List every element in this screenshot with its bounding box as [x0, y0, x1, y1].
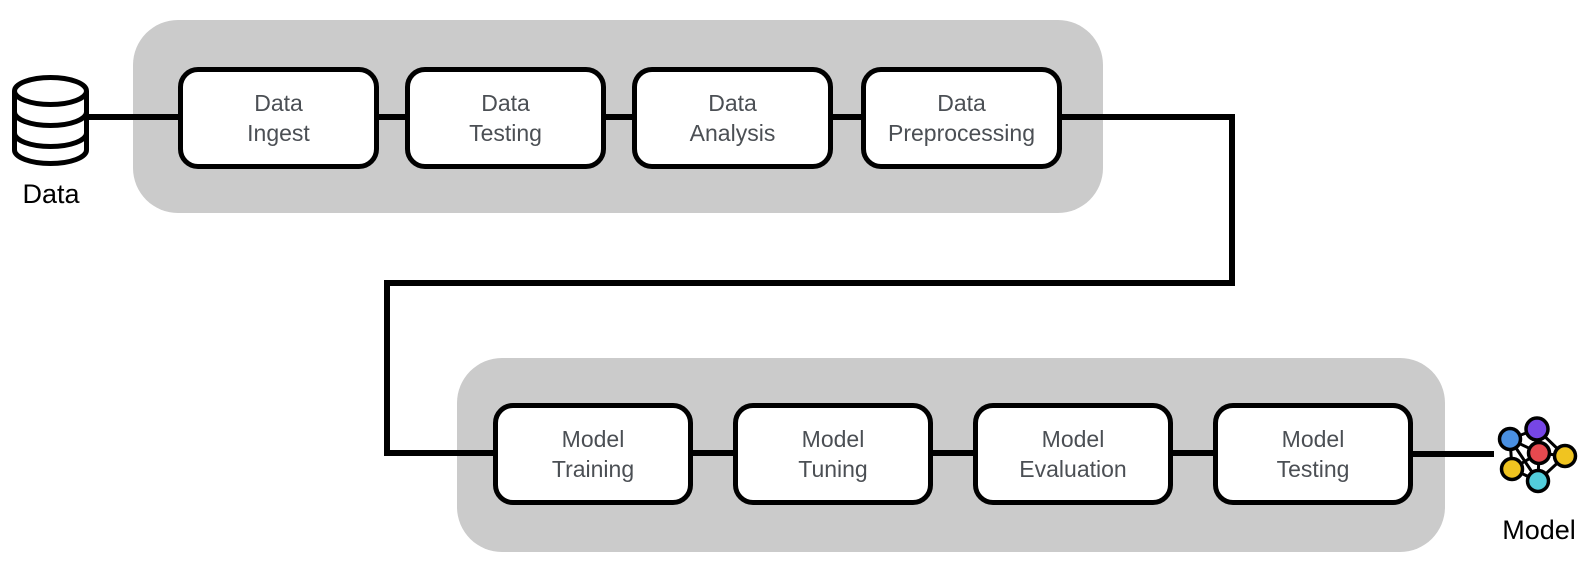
stage-label-line2: Preprocessing [887, 120, 1036, 146]
stage-label-line2: Evaluation [1019, 456, 1127, 482]
stage-model-tuning: Model Tuning [733, 403, 933, 505]
nn-node-yellow-right [1552, 443, 1578, 469]
stage-data-preprocessing: Data Preprocessing [861, 67, 1062, 169]
stage-label-line2: Analysis [689, 120, 776, 146]
stage-label-line1: Data [481, 89, 530, 116]
data-endpoint-label: Data [22, 179, 80, 209]
stage-model-evaluation: Model Evaluation [973, 403, 1173, 505]
pipeline-connectors [88, 114, 1494, 457]
nn-node-purple [1524, 416, 1550, 442]
neural-network-icon [1497, 416, 1578, 494]
stage-label-line1: Model [1041, 425, 1105, 452]
stage-model-testing: Model Testing [1213, 403, 1413, 505]
database-icon [12, 75, 89, 166]
stage-label-line2: Testing [1276, 456, 1350, 482]
stage-data-analysis: Data Analysis [632, 67, 833, 169]
stage-label-line1: Data [937, 89, 986, 116]
stage-data-testing: Data Testing [405, 67, 606, 169]
model-endpoint-label: Model [1502, 515, 1576, 545]
stage-label-line1: Model [561, 425, 625, 452]
stage-label-line2: Tuning [798, 456, 868, 482]
nn-nodes [1497, 416, 1578, 494]
stage-label-line2: Ingest [247, 120, 310, 146]
stage-label-line1: Data [708, 89, 757, 116]
nn-node-blue [1497, 426, 1523, 452]
nn-node-red [1526, 440, 1552, 466]
nn-node-cyan [1525, 468, 1551, 494]
nn-node-yellow-left [1499, 456, 1525, 482]
stage-label-line1: Model [801, 425, 865, 452]
stage-label-line1: Data [254, 89, 303, 116]
stage-label-line1: Model [1281, 425, 1345, 452]
stage-model-training: Model Training [493, 403, 693, 505]
stage-data-ingest: Data Ingest [178, 67, 379, 169]
stage-label-line2: Testing [469, 120, 542, 146]
stage-label-line2: Training [551, 456, 635, 482]
